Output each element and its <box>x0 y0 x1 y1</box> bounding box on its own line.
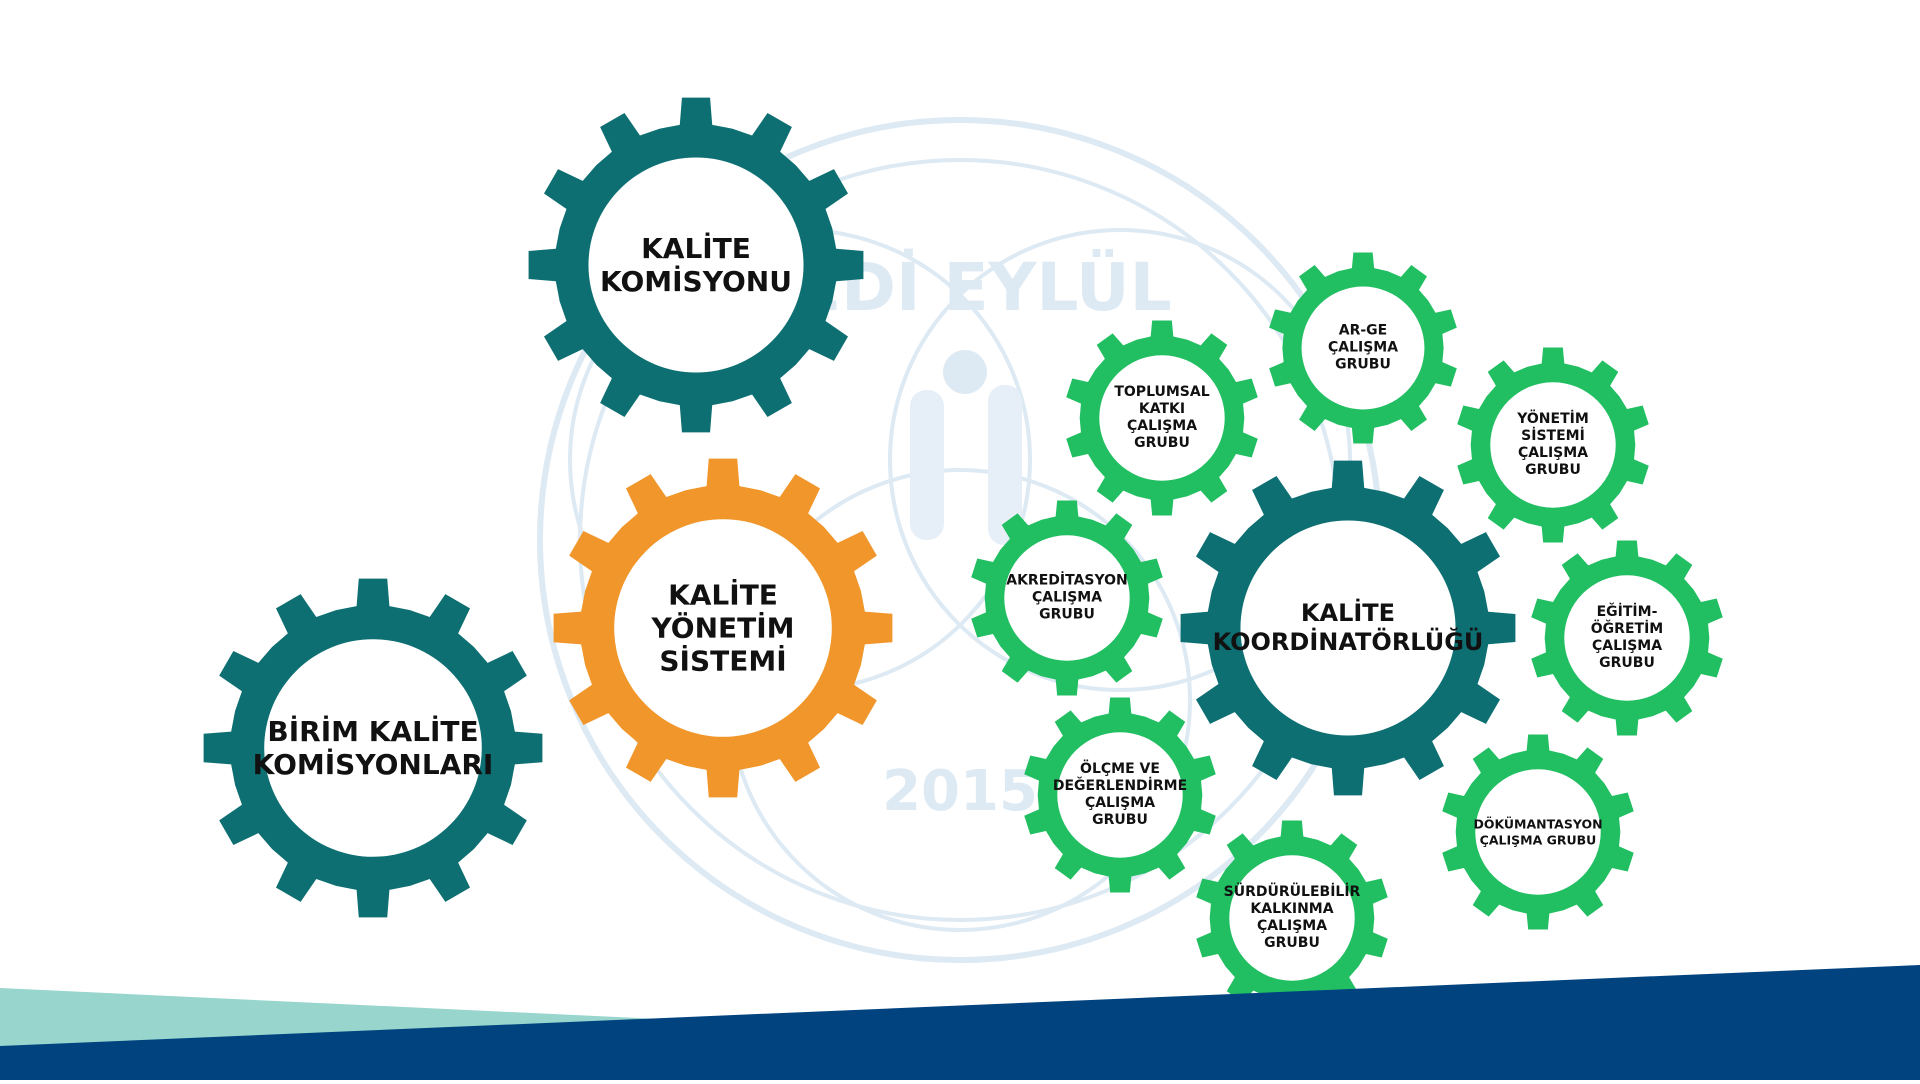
gear-label-line: DÖKÜMANTASYON <box>1473 816 1603 832</box>
gear-label-line: KOMİSYONLARI <box>252 748 494 781</box>
gear-label-line: YÖNETİM <box>1517 411 1589 427</box>
gear-dokumantasyon <box>1442 734 1634 930</box>
gear-label-line: ÇALIŞMA <box>1031 589 1103 606</box>
gear-label-line: GRUBU <box>1039 606 1095 623</box>
gear-label-line: KOORDİNATÖRLÜĞÜ <box>1212 628 1484 656</box>
gear-label-line: ÇALIŞMA GRUBU <box>1479 832 1597 847</box>
gear-label-line: DEĞERLENDİRME <box>1052 778 1188 794</box>
gear-birim-kalite-komisyonlari <box>203 578 543 918</box>
gear-center-birim-kalite-komisyonlari <box>264 639 482 857</box>
gear-center-ar-ge <box>1301 286 1425 410</box>
gear-center-kalite-komisyonu <box>588 157 804 373</box>
gear-center-yonetim-sistemi <box>1490 382 1616 508</box>
gear-label-line: BİRİM KALİTE <box>267 715 479 748</box>
gear-label-line: KATKI <box>1138 401 1186 417</box>
gear-center-dokumantasyon <box>1475 769 1601 895</box>
seal-logo-dot <box>943 350 987 394</box>
seal-logo-bar-1 <box>910 390 944 540</box>
gear-label-line: ÇALIŞMA <box>1517 445 1589 461</box>
gear-ar-ge <box>1269 252 1457 444</box>
gear-label-line: KALKINMA <box>1250 901 1334 917</box>
gear-label-line: KALİTE <box>1300 599 1396 627</box>
gear-label-line: ÖLÇME VE <box>1080 761 1160 777</box>
gear-label-line: GRUBU <box>1134 435 1190 451</box>
gear-label-line: ÇALIŞMA <box>1256 918 1328 934</box>
gear-center-kalite-yonetim-sistemi <box>614 519 832 737</box>
gear-center-olcme-degerlendirme <box>1057 732 1183 858</box>
gear-toplumsal-katki <box>1066 320 1258 516</box>
gear-egitim-ogretim <box>1531 540 1723 736</box>
gears-layer <box>203 97 1723 1016</box>
gear-label-line: YÖNETİM <box>651 611 795 645</box>
gear-label-line: GRUBU <box>1525 462 1581 478</box>
gear-center-egitim-ogretim <box>1564 575 1690 701</box>
seal-logo-bar-2 <box>988 385 1022 545</box>
gear-kalite-koordinatorlugu <box>1180 460 1516 796</box>
gear-label-line: AR-GE <box>1338 322 1388 339</box>
gear-label-line: ÖĞRETİM <box>1590 621 1664 637</box>
gear-label-line: ÇALIŞMA <box>1126 418 1198 434</box>
gear-label-line: EĞİTİM- <box>1596 604 1658 620</box>
gear-label-line: TOPLUMSAL <box>1114 384 1210 400</box>
bottom-navy-band <box>0 965 1920 1080</box>
gear-label-line: KALİTE <box>641 232 751 265</box>
gear-kalite-komisyonu <box>528 97 864 433</box>
gear-label-line: ÇALIŞMA <box>1084 795 1156 811</box>
gear-label-line: GRUBU <box>1599 655 1655 671</box>
seal-year: 2015 <box>882 759 1038 824</box>
gear-label-line: SÜRDÜRÜLEBİLİR <box>1223 884 1361 900</box>
gear-surdurulebilir-kalkinma <box>1196 820 1388 1016</box>
gear-akreditasyon <box>971 500 1163 696</box>
gear-kalite-yonetim-sistemi <box>553 458 893 798</box>
gear-center-toplumsal-katki <box>1099 355 1225 481</box>
gear-label-line: GRUBU <box>1335 356 1391 373</box>
seal-petal-right <box>888 228 1352 692</box>
gear-center-akreditasyon <box>1004 535 1130 661</box>
gear-label-line: SİSTEMİ <box>1521 428 1585 444</box>
gear-center-surdurulebilir-kalkinma <box>1229 855 1355 981</box>
gear-label-line: AKREDİTASYON <box>1006 572 1128 589</box>
gear-label-line: GRUBU <box>1092 812 1148 828</box>
gear-label-line: KOMİSYONU <box>600 265 792 298</box>
gear-center-kalite-koordinatorlugu <box>1240 520 1456 736</box>
gear-label-line: SİSTEMİ <box>659 644 787 678</box>
gear-label-line: GRUBU <box>1264 935 1320 951</box>
gear-label-line: ÇALIŞMA <box>1591 638 1663 654</box>
gear-olcme-degerlendirme <box>1024 697 1216 893</box>
gear-label-line: ÇALIŞMA <box>1327 339 1399 356</box>
gear-label-line: KALİTE <box>668 578 778 612</box>
gear-yonetim-sistemi <box>1457 347 1649 543</box>
